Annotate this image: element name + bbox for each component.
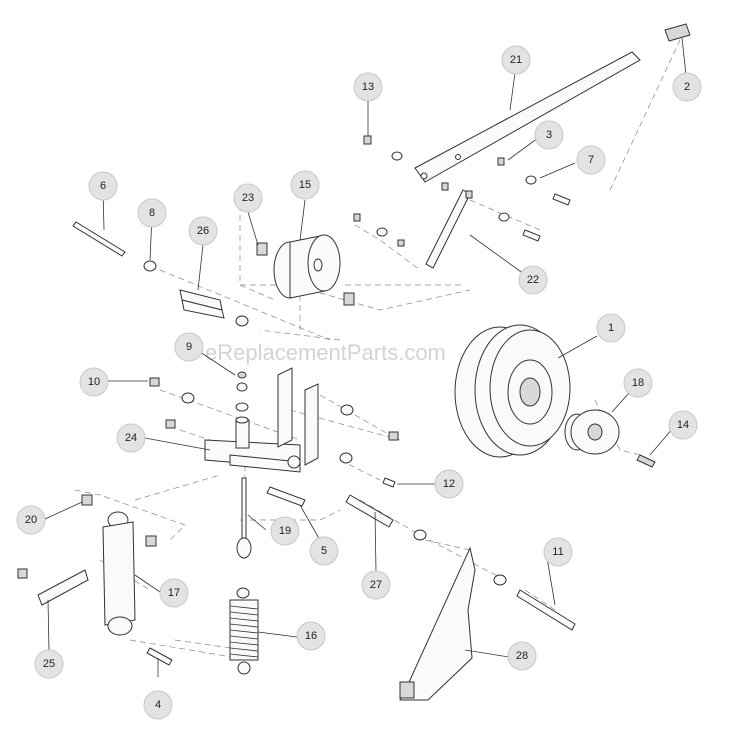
callout-label: 13: [362, 81, 374, 93]
callout-label: 6: [100, 180, 106, 192]
part-pin: [345, 494, 394, 528]
part-washer: [235, 315, 249, 327]
callout-2: 2: [672, 72, 702, 102]
callout-label: 22: [527, 274, 539, 286]
callout-label: 3: [546, 129, 552, 141]
callout-label: 1: [608, 322, 614, 334]
callout-label: 16: [305, 630, 317, 642]
part-main-pulley: [454, 324, 571, 458]
part-bushing: [256, 242, 355, 306]
callout-6: 6: [88, 171, 118, 201]
callout-11: 11: [543, 537, 573, 567]
part-small-hardware: [353, 135, 571, 247]
callout-label: 15: [299, 179, 311, 191]
part-bar: [414, 51, 641, 183]
callout-12: 12: [434, 469, 464, 499]
callout-16: 16: [296, 621, 326, 651]
callout-25: 25: [34, 649, 64, 679]
callout-27: 27: [361, 570, 391, 600]
callout-1: 1: [596, 313, 626, 343]
part-mount-bracket: [17, 568, 89, 606]
callout-15: 15: [290, 170, 320, 200]
part-washer: [413, 529, 427, 541]
callout-28: 28: [507, 641, 537, 671]
callout-4: 4: [143, 690, 173, 720]
part-bolt: [146, 647, 173, 666]
callout-10: 10: [79, 367, 109, 397]
callout-19: 19: [270, 516, 300, 546]
part-shock-absorber: [102, 511, 136, 636]
callout-label: 18: [632, 377, 644, 389]
callout-label: 20: [25, 514, 37, 526]
callout-label: 2: [684, 81, 690, 93]
part-plate: [399, 546, 476, 701]
part-eye-bolt: [236, 477, 252, 559]
part-bolt: [266, 486, 306, 507]
callout-7: 7: [576, 145, 606, 175]
callout-label: 8: [149, 207, 155, 219]
callout-23: 23: [233, 183, 263, 213]
callout-label: 12: [443, 478, 455, 490]
callout-label: 9: [186, 341, 192, 353]
callout-24: 24: [116, 423, 146, 453]
callout-3: 3: [534, 120, 564, 150]
callout-9: 9: [174, 332, 204, 362]
callout-label: 7: [588, 154, 594, 166]
callout-label: 25: [43, 658, 55, 670]
part-long-bolt: [493, 574, 576, 631]
part-key: [636, 454, 656, 468]
callout-label: 21: [510, 54, 522, 66]
callout-label: 14: [677, 419, 689, 431]
callout-14: 14: [668, 410, 698, 440]
part-bracket-small: [179, 289, 225, 319]
leader-lines: [44, 37, 687, 677]
part-bar-cap: [664, 23, 691, 42]
callout-8: 8: [137, 198, 167, 228]
part-idler-pulley: [273, 234, 341, 299]
callout-label: 23: [242, 192, 254, 204]
part-main-bracket: [204, 367, 319, 473]
callout-label: 26: [197, 225, 209, 237]
callout-label: 11: [552, 546, 563, 558]
callout-label: 27: [370, 579, 382, 591]
callout-label: 10: [88, 376, 100, 388]
callout-21: 21: [501, 45, 531, 75]
callout-26: 26: [188, 216, 218, 246]
part-washer: [143, 260, 157, 272]
callout-label: 4: [155, 699, 161, 711]
part-hub: [564, 409, 620, 455]
callout-5: 5: [309, 536, 339, 566]
callout-22: 22: [518, 265, 548, 295]
callout-18: 18: [623, 368, 653, 398]
part-nut-stack: [235, 371, 249, 412]
callout-label: 24: [125, 432, 137, 444]
part-bolt-long: [72, 221, 126, 257]
callout-20: 20: [16, 505, 46, 535]
callout-label: 5: [321, 545, 327, 557]
part-spacer: [81, 494, 93, 506]
callout-label: 28: [516, 650, 528, 662]
callout-13: 13: [353, 72, 383, 102]
part-link-arm: [425, 189, 471, 269]
watermark-text: eReplacementParts.com: [205, 340, 446, 365]
part-spring: [229, 587, 259, 675]
callout-17: 17: [159, 578, 189, 608]
callout-label: 19: [279, 525, 291, 537]
callout-label: 17: [168, 587, 180, 599]
part-spacer: [145, 535, 157, 547]
part-nuts: [149, 377, 399, 488]
